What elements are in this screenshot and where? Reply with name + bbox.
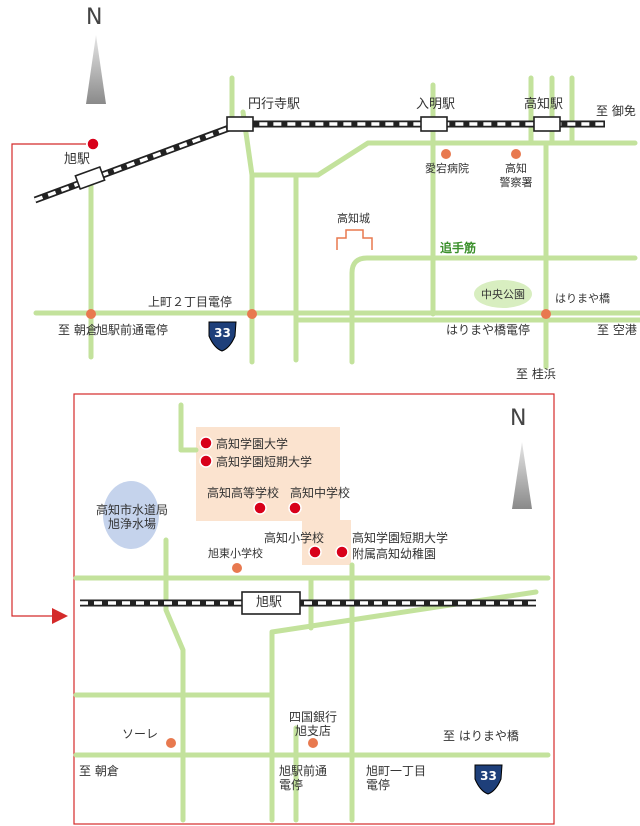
inset-north-label: N <box>510 406 527 431</box>
route-33-icon <box>208 321 237 352</box>
stop-asahi-mae-dot <box>86 309 96 319</box>
label-central-park: 中央公園 <box>481 288 525 301</box>
water-plant <box>103 481 159 549</box>
dest-katsurahama: 至 桂浜 <box>516 367 556 381</box>
dest-asakura-inset: 至 朝倉 <box>79 764 119 778</box>
label-asahi-mae-stop-inset: 旭駅前通 電停 <box>279 764 328 792</box>
poi-asahi-station-dot <box>86 137 100 151</box>
dot-sole <box>166 738 176 748</box>
label-asahi-1-stop: 旭町一丁目 電停 <box>366 764 427 792</box>
station-label-irake: 入明駅 <box>416 97 456 112</box>
label-castle: 高知城 <box>337 212 370 225</box>
connector-arrow <box>11 143 86 624</box>
label-high: 高知高等学校 <box>207 486 280 500</box>
label-sole: ソーレ <box>122 727 159 741</box>
station-box-asahi-top <box>74 165 106 191</box>
station-label-asahi: 旭駅 <box>64 152 91 167</box>
dot-middle <box>288 501 302 515</box>
north-label: N <box>86 5 103 30</box>
inset-roads <box>73 402 551 823</box>
stop-kamimachi-dot <box>247 309 257 319</box>
dest-harimayabashi: 至 はりまや橋 <box>443 729 519 743</box>
label-gakuen-junior: 高知学園短期大学 <box>216 455 313 469</box>
castle-icon <box>336 229 373 250</box>
label-middle: 高知中学校 <box>290 486 351 500</box>
poi-police-dot <box>511 149 521 159</box>
dot-bank <box>308 738 318 748</box>
dot-kindergarten <box>335 545 349 559</box>
dot-gakuen-univ <box>199 436 213 450</box>
dest-gomen: 至 御免 <box>596 104 636 118</box>
inset-route-33-label: 33 <box>480 769 497 783</box>
label-harimaya-stop: はりまや橋電停 <box>446 323 531 337</box>
dest-kuko: 至 空港 <box>597 323 637 337</box>
label-kamimachi-stop: 上町２丁目電停 <box>148 295 233 309</box>
label-kindergarten-1: 高知学園短期大学 <box>352 531 449 545</box>
station-box-engyoji <box>226 116 254 132</box>
arrow-icon <box>52 608 68 624</box>
station-box-irake <box>420 116 448 132</box>
station-box-kochi <box>533 116 561 132</box>
stop-harimaya-dot <box>541 309 551 319</box>
dot-elementary <box>308 545 322 559</box>
inset-north-arrow-icon <box>512 442 532 509</box>
campus-area <box>196 427 340 521</box>
inset-map <box>73 393 555 825</box>
label-hospital: 愛宕病院 <box>425 162 469 175</box>
central-park <box>474 280 532 308</box>
poi-hospital-dot <box>441 149 451 159</box>
dot-high <box>253 501 267 515</box>
label-asahi-mae-stop: 旭駅前通電停 <box>96 323 169 337</box>
label-asahi-station: 旭駅 <box>256 595 283 610</box>
label-otesuji: 追手筋 <box>440 241 477 255</box>
station-box-asahi <box>241 591 301 615</box>
label-harimayabashi: はりまや橋 <box>555 292 610 305</box>
station-label-engyoji: 円行寺駅 <box>248 97 301 112</box>
route-33-label: 33 <box>214 326 231 340</box>
north-arrow-icon <box>86 35 106 104</box>
label-gakuen-univ: 高知学園大学 <box>216 437 289 451</box>
dot-asahi-higashi <box>232 563 242 573</box>
station-label-kochi: 高知駅 <box>524 97 564 112</box>
label-police: 高知 警察署 <box>499 162 533 189</box>
label-bank: 四国銀行 旭支店 <box>288 710 337 738</box>
label-elementary: 高知小学校 <box>264 531 325 545</box>
label-kindergarten-2: 附属高知幼稚園 <box>352 547 437 561</box>
top-roads <box>33 75 640 370</box>
dest-asakura-top: 至 朝倉 <box>58 323 98 337</box>
top-map <box>33 35 640 370</box>
label-water-plant: 高知市水道局 旭浄水場 <box>95 503 168 531</box>
label-asahi-higashi: 旭東小学校 <box>208 547 263 560</box>
school-dots <box>199 436 349 559</box>
inset-route-33-icon <box>474 764 503 795</box>
dot-gakuen-junior <box>199 454 213 468</box>
